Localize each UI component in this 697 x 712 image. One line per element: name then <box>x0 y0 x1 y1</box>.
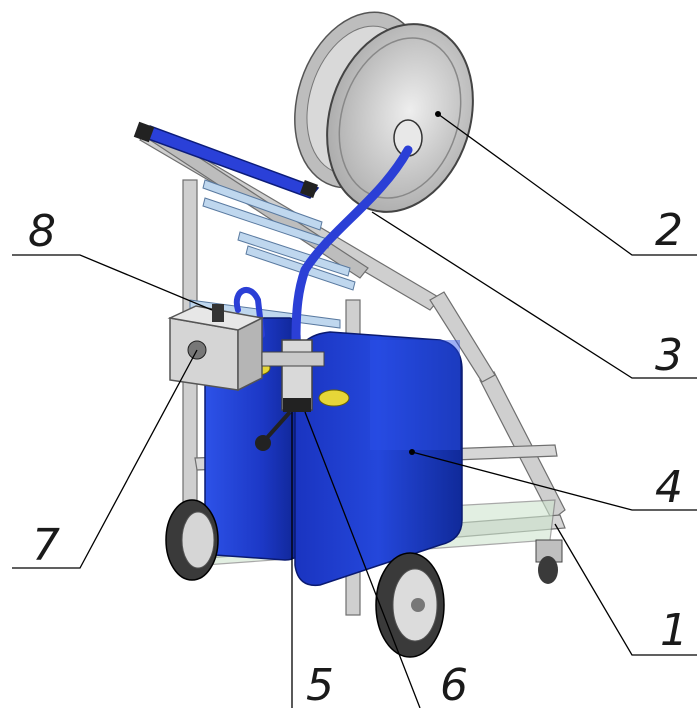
callout-2: 2 <box>655 205 683 256</box>
callout-8: 8 <box>28 206 56 257</box>
callout-1: 1 <box>660 605 688 656</box>
callout-4: 4 <box>655 462 683 513</box>
leader-8 <box>12 254 213 311</box>
callout-7: 7 <box>32 520 60 571</box>
cross-rails <box>189 179 356 329</box>
hose <box>233 145 413 345</box>
leader-6 <box>304 411 421 709</box>
callout-6: 6 <box>440 660 468 708</box>
callout-5: 5 <box>306 660 334 708</box>
handle-bar <box>133 121 320 199</box>
hose-reel <box>294 11 474 213</box>
callout-labels: 2 3 4 1 8 7 5 6 <box>28 205 688 711</box>
water-canisters <box>204 317 463 587</box>
mixer-valve <box>255 339 325 451</box>
leader-lines <box>12 113 697 709</box>
leader-1 <box>554 523 697 656</box>
leader-7 <box>12 349 198 569</box>
leader-3 <box>371 211 697 379</box>
leader-2 <box>437 113 697 256</box>
callout-3: 3 <box>655 330 683 381</box>
wheels <box>165 499 563 658</box>
leader-4 <box>411 451 697 511</box>
control-box <box>167 304 265 392</box>
